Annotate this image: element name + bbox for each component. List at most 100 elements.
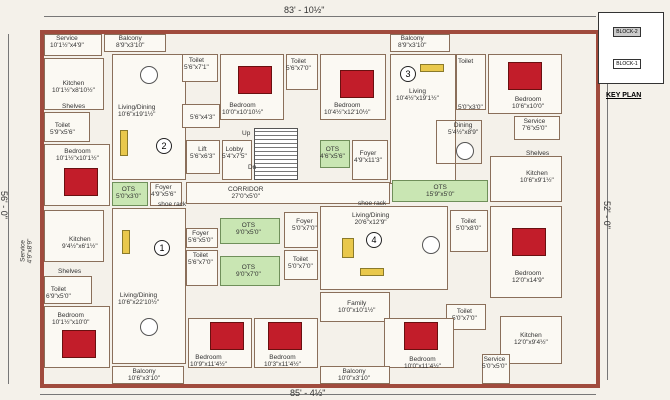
sofa-icon [360, 268, 384, 276]
bed-icon [268, 322, 302, 350]
bed-icon [62, 330, 96, 358]
bed-icon [512, 228, 546, 256]
room-toilet-t3 [286, 54, 318, 90]
room-toilet-1b [186, 250, 218, 286]
sofa-icon [120, 130, 128, 156]
room-ots-top [320, 140, 350, 168]
room-toilet-tl [44, 112, 90, 142]
bed-icon [340, 70, 374, 98]
staircase [254, 128, 298, 180]
dining-table-icon [140, 66, 158, 84]
room-service-tl [44, 34, 102, 56]
room-toilet-2a [182, 54, 218, 82]
room-foyer-l [150, 182, 182, 206]
key-plan-title: KEY PLAN [606, 92, 642, 99]
bed-icon [210, 322, 244, 350]
label-toilet-3-size: 5'0"x3'0" [458, 104, 483, 111]
label-shelves-1: Shelves [58, 268, 82, 275]
room-kitchen-3 [490, 156, 562, 202]
sofa-icon [342, 238, 354, 258]
room-foyer-4 [284, 212, 318, 248]
room-balcony-b4 [320, 366, 390, 384]
dim-top: 83' - 10½" [284, 5, 325, 15]
dim-left: 56' - 0" [0, 191, 9, 219]
label-shoerack-a: shoe rack [158, 201, 187, 208]
room-ots-c1 [220, 218, 280, 244]
room-service-4 [482, 354, 510, 384]
outer-wall-top [40, 30, 600, 34]
unit-number-3: 3 [400, 66, 416, 82]
room-balcony-t3 [390, 34, 450, 52]
dim-line-left [8, 34, 9, 384]
unit-number-4: 4 [366, 232, 382, 248]
bed-icon [404, 322, 438, 350]
outer-wall-right [596, 30, 600, 388]
room-lobby [222, 140, 252, 180]
room-kitchen-4 [500, 316, 562, 364]
bed-icon [64, 168, 98, 196]
dim-line-right [607, 60, 608, 380]
dim-bottom: 85' - 4½" [290, 388, 326, 398]
label-shoerack-b: shoe rack [358, 200, 387, 207]
room-ots-l [112, 182, 148, 206]
room-kitchen-tl [44, 58, 104, 110]
room-toilet-4b [284, 250, 318, 280]
sofa-icon [122, 230, 130, 254]
room-toilet-4a [450, 210, 488, 252]
label-shelves-tl: Shelves [62, 103, 86, 110]
label-dn: Dn [248, 164, 257, 171]
room-ots-r [392, 180, 488, 202]
room-toilet-1a [44, 276, 92, 304]
dim-right: 52' - 0" [601, 201, 612, 229]
room-lift [186, 140, 220, 174]
room-foyer-t [352, 140, 388, 180]
dim-line-top [44, 16, 596, 17]
room-bedroom-r4 [490, 206, 562, 298]
room-kitchen-1 [44, 210, 104, 262]
room-balcony-t1 [104, 34, 166, 52]
key-plan-box: BLOCK-2 BLOCK-1 [598, 12, 664, 84]
sofa-icon [420, 64, 444, 72]
room-corridor [186, 182, 390, 204]
dining-table-icon [456, 142, 474, 160]
dining-table-icon [140, 318, 158, 336]
label-shelves-3: Shelves [526, 150, 550, 157]
room-toilet-2b [182, 104, 220, 128]
